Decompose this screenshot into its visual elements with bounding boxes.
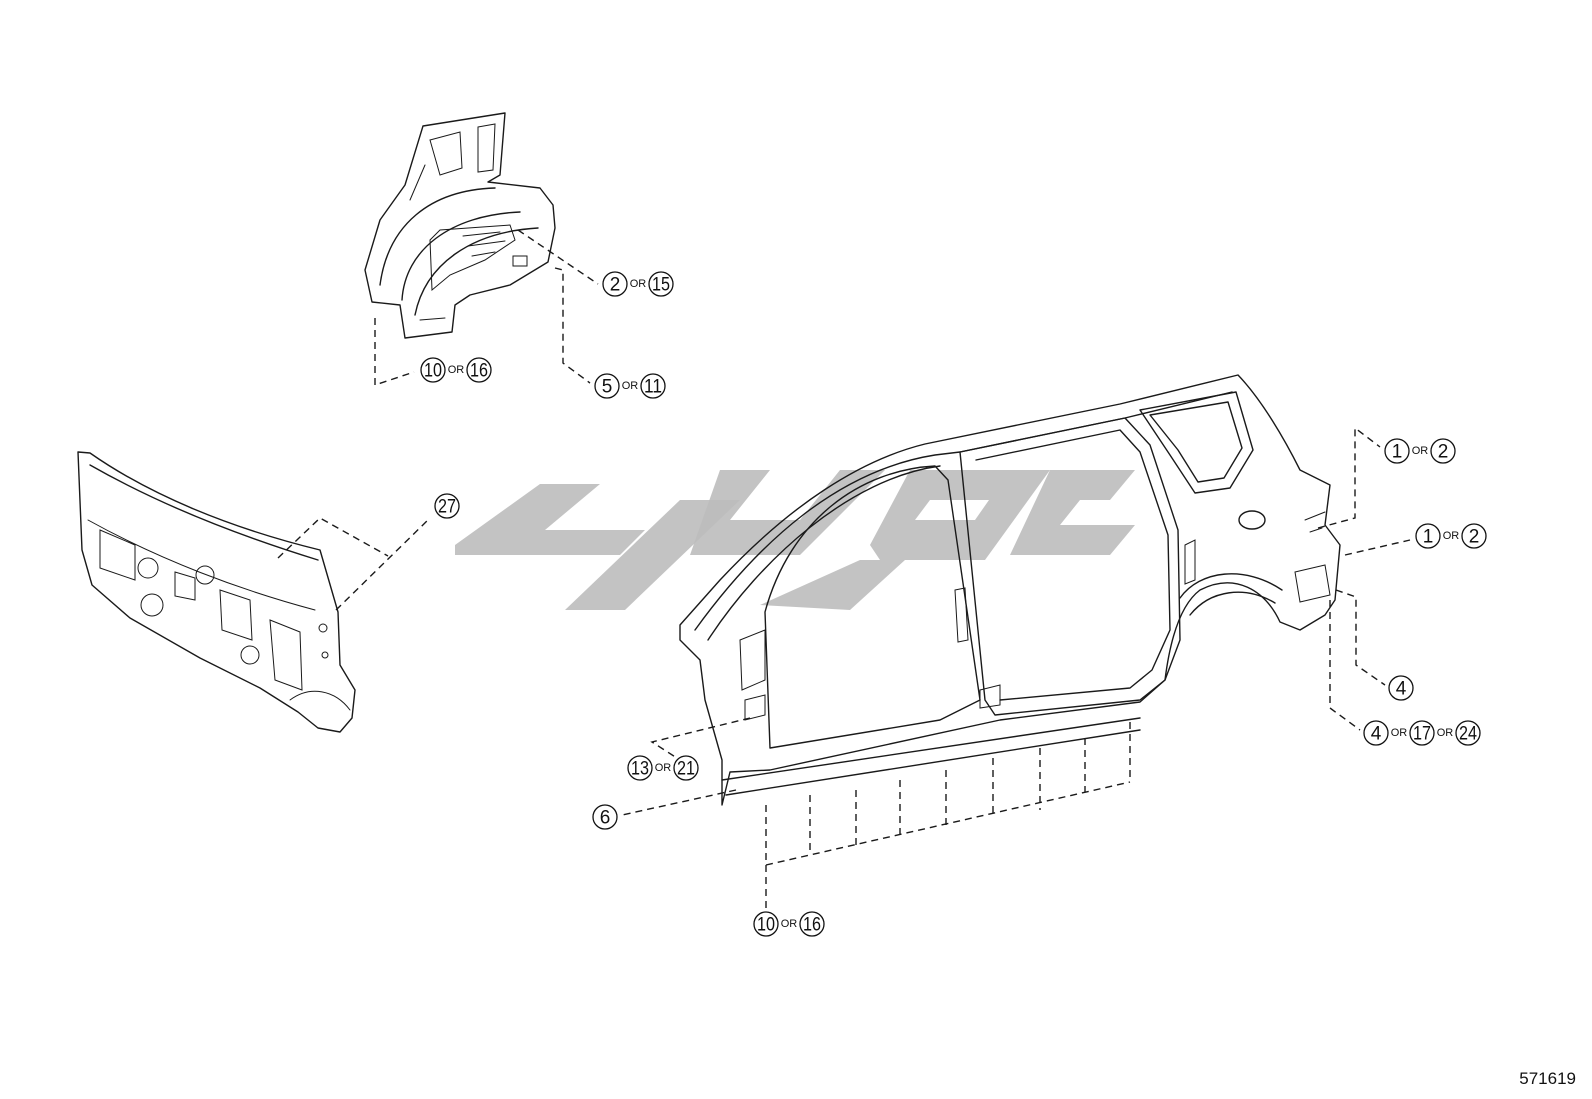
part-number-circle — [799, 911, 825, 937]
body-side-panel-drawing — [679, 374, 1341, 806]
part-number-circle — [602, 271, 628, 297]
part-number: 2 — [610, 275, 621, 296]
figure-id: 571619 — [1519, 1069, 1576, 1088]
part-number: 6 — [600, 808, 611, 829]
part-number-circle — [1455, 720, 1481, 746]
callout-c-4: 4 — [1388, 675, 1414, 701]
part-number-circle — [434, 493, 460, 519]
callout-c-1-2-a: 1 OR 2 — [1384, 438, 1456, 464]
part-number: 10 — [757, 915, 775, 936]
part-number: 13 — [631, 759, 649, 780]
part-number-circle — [753, 911, 779, 937]
part-number-circle — [1388, 675, 1414, 701]
part-number-circle — [627, 755, 653, 781]
callout-c-10-16-b: 10 OR 16 — [753, 911, 825, 937]
part-number: 15 — [652, 275, 670, 296]
part-number-circle — [1409, 720, 1435, 746]
callout-c-6: 6 — [592, 804, 618, 830]
part-number-circle — [420, 357, 446, 383]
part-number: 5 — [602, 377, 613, 398]
part-number-circle — [1461, 523, 1487, 549]
part-number-circle — [1430, 438, 1456, 464]
part-number-circle — [1363, 720, 1389, 746]
or-connector: OR — [630, 278, 647, 290]
part-number: 2 — [1469, 527, 1480, 548]
part-number: 10 — [424, 361, 442, 382]
part-number: 4 — [1396, 679, 1407, 700]
part-number: 24 — [1459, 724, 1477, 745]
part-number: 16 — [470, 361, 488, 382]
part-number-circle — [673, 755, 699, 781]
or-connector: OR — [448, 364, 465, 376]
part-number-circle — [1384, 438, 1410, 464]
or-connector: OR — [1412, 445, 1429, 457]
part-number-circle — [466, 357, 492, 383]
or-connector: OR — [1391, 727, 1408, 739]
callout-c-4-17-24: 4 OR 17 OR 24 — [1363, 720, 1481, 746]
part-number: 21 — [677, 759, 695, 780]
or-connector: OR — [655, 762, 672, 774]
part-number: 2 — [1438, 442, 1449, 463]
part-number: 1 — [1392, 442, 1403, 463]
or-connector: OR — [1443, 530, 1460, 542]
part-number: 11 — [644, 377, 662, 398]
part-number-circle — [1415, 523, 1441, 549]
part-number: 17 — [1413, 724, 1431, 745]
callout-c-27: 27 — [434, 493, 460, 519]
wheel-house-panel-drawing — [364, 112, 556, 339]
or-connector: OR — [1437, 727, 1454, 739]
part-number-circle — [640, 373, 666, 399]
part-number: 4 — [1371, 724, 1382, 745]
callout-c-2-15: 2 OR 15 — [602, 271, 674, 297]
leader-lines — [277, 229, 1411, 910]
part-number: 27 — [438, 497, 456, 518]
callout-c-1-2-b: 1 OR 2 — [1415, 523, 1487, 549]
dash-panel-drawing — [77, 451, 356, 733]
part-number-circle — [592, 804, 618, 830]
part-number-circle — [594, 373, 620, 399]
part-number-circle — [648, 271, 674, 297]
part-number: 1 — [1423, 527, 1434, 548]
callout-c-5-11: 5 OR 11 — [594, 373, 666, 399]
part-number: 16 — [803, 915, 821, 936]
or-connector: OR — [781, 918, 798, 930]
callout-c-10-16-a: 10 OR 16 — [420, 357, 492, 383]
callout-c-13-21: 13 OR 21 — [627, 755, 699, 781]
or-connector: OR — [622, 380, 639, 392]
